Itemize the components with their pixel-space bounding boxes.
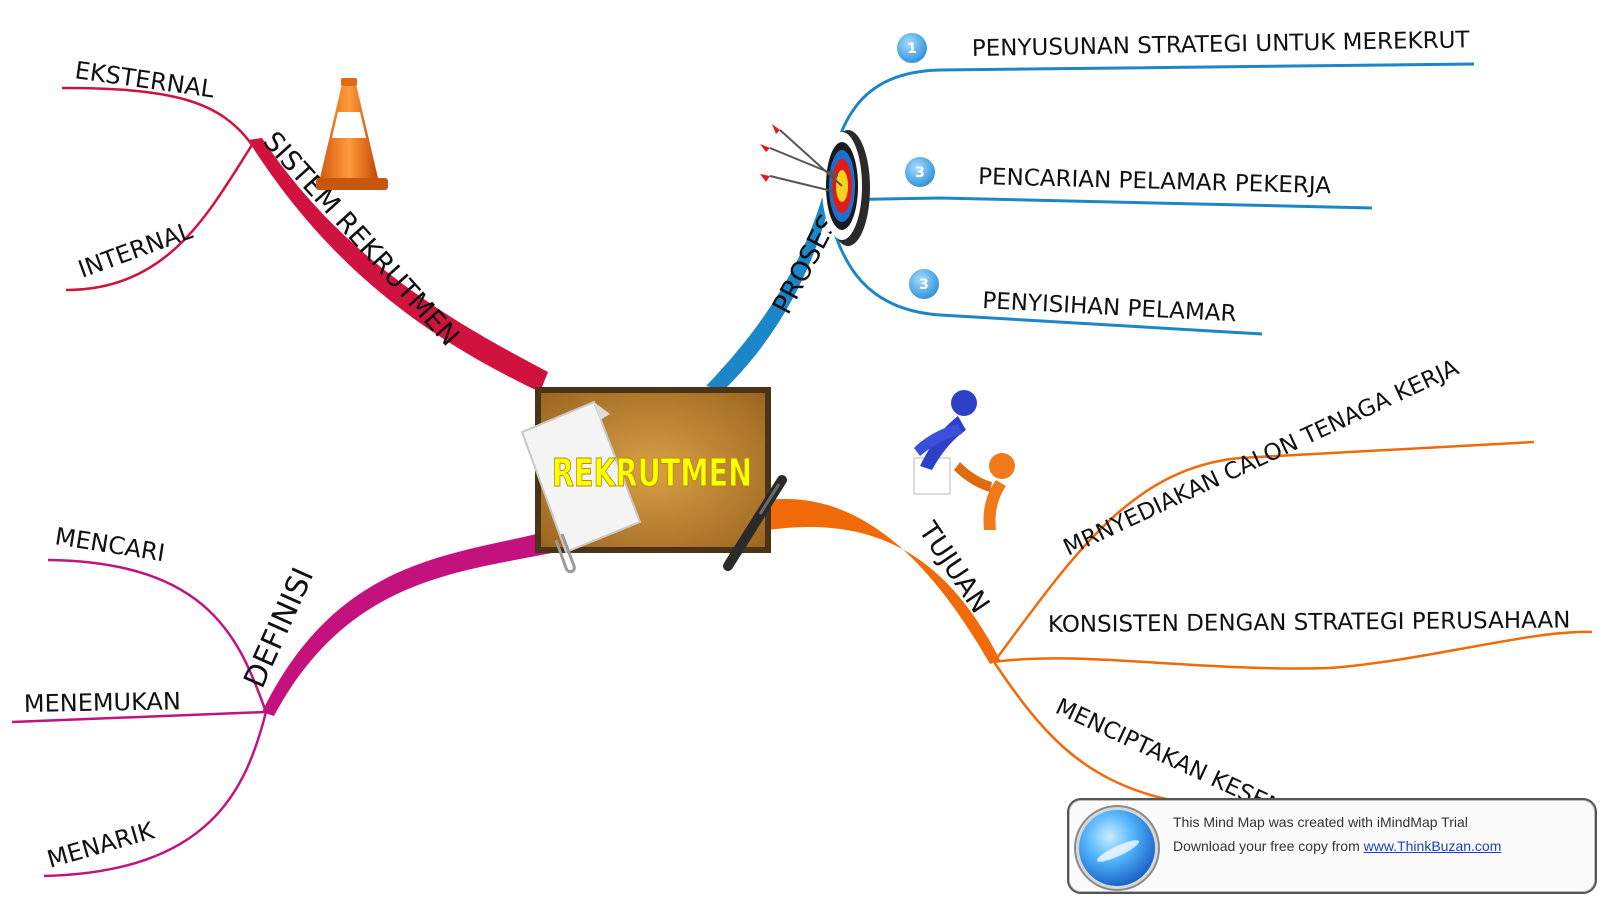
number-badge-1-text: 1 bbox=[907, 41, 917, 57]
proses-item-3: 3 PENYISIHAN PELAMAR bbox=[909, 269, 1237, 327]
paperclip-icon bbox=[554, 533, 576, 574]
internal-label: INTERNAL bbox=[74, 216, 196, 283]
number-badge-1 bbox=[897, 33, 927, 63]
definisi-label: DEFINISI bbox=[237, 563, 321, 694]
branch-tujuan-main-line bbox=[768, 499, 1000, 664]
paper-note-icon bbox=[520, 400, 642, 554]
branch-sistem-main-line bbox=[248, 138, 548, 392]
branch-menemukan-line bbox=[11, 710, 267, 724]
traffic-cone-icon bbox=[316, 78, 388, 190]
banner-line-2: Download your free copy from www.ThinkBu… bbox=[1173, 838, 1501, 854]
branch-mencari-line bbox=[47, 558, 268, 713]
imindmap-logo-icon bbox=[1079, 810, 1155, 886]
branch-menarik-line bbox=[43, 711, 268, 878]
number-badge-2-text: 3 bbox=[915, 165, 925, 181]
number-badge-3-text: 3 bbox=[919, 277, 929, 293]
branch-sistem-rekrutmen: SISTEM REKRUTMEN EKSTERNAL INTERNAL bbox=[61, 56, 548, 392]
thinkbuzan-link[interactable]: www.ThinkBuzan.com bbox=[1363, 838, 1502, 854]
branch-tujuan-item1-line bbox=[992, 440, 1535, 663]
branch-definisi-main-line bbox=[262, 528, 566, 716]
branch-eksternal-line bbox=[61, 86, 254, 146]
branch-proses: PROSES 1 PENYUSUNAN STRATEGI UNTUK MEREK… bbox=[706, 27, 1475, 390]
proses-item-1-label: PENYUSUNAN STRATEGI UNTUK MEREKRUT bbox=[972, 27, 1471, 62]
archery-target-icon bbox=[760, 124, 870, 246]
imindmap-trial-banner: This Mind Map was created with iMindMap … bbox=[1067, 798, 1597, 894]
eksternal-label: EKSTERNAL bbox=[73, 56, 217, 103]
tujuan-item-2-label: KONSISTEN DENGAN STRATEGI PERUSAHAAN bbox=[1048, 607, 1571, 638]
center-topic: REKRUTMEN bbox=[520, 387, 787, 574]
proses-item-3-label: PENYISIHAN PELAMAR bbox=[982, 288, 1237, 327]
tujuan-item-1-label: MRNYEDIAKAN CALON TENAGA KERJA bbox=[1060, 355, 1464, 562]
branch-proses-item2-line bbox=[825, 196, 1373, 210]
proses-item-2: 3 PENCARIAN PELAMAR PEKERJA bbox=[905, 157, 1332, 199]
number-badge-3 bbox=[909, 269, 939, 299]
banner-line-2-prefix: Download your free copy from bbox=[1173, 838, 1364, 854]
proses-item-1: 1 PENYUSUNAN STRATEGI UNTUK MEREKRUT bbox=[897, 27, 1471, 63]
proses-item-2-label: PENCARIAN PELAMAR PEKERJA bbox=[978, 164, 1332, 199]
branch-proses-main-line bbox=[706, 198, 830, 390]
menarik-label: MENARIK bbox=[44, 816, 158, 874]
menemukan-label: MENEMUKAN bbox=[24, 687, 181, 718]
pen-icon bbox=[723, 475, 787, 571]
branch-definisi: DEFINISI MENCARI MENEMUKAN MENARIK bbox=[11, 522, 566, 878]
branch-internal-line bbox=[65, 144, 254, 292]
branch-tujuan-item3-line bbox=[992, 661, 1473, 820]
people-handshake-icon bbox=[913, 390, 1015, 530]
banner-line-1: This Mind Map was created with iMindMap … bbox=[1173, 814, 1468, 830]
center-label: REKRUTMEN bbox=[552, 451, 752, 495]
number-badge-2 bbox=[905, 157, 935, 187]
branch-tujuan-item2-line bbox=[993, 630, 1593, 670]
